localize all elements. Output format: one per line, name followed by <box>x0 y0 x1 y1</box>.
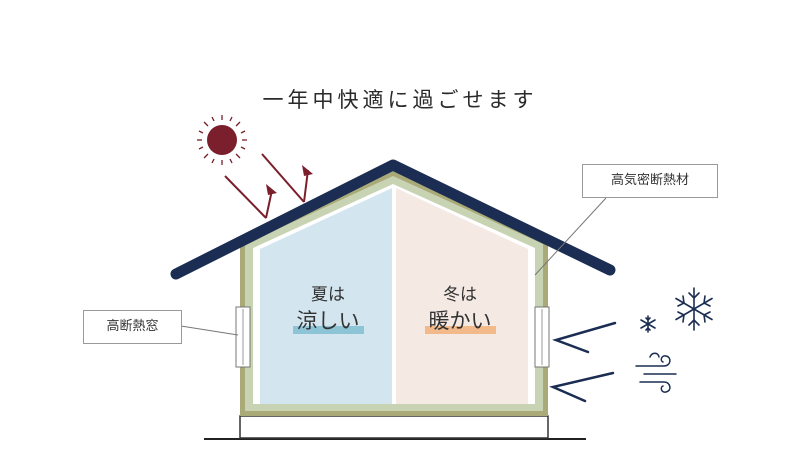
winter-room-label: 冬は 暖かい <box>402 284 518 336</box>
left-window <box>235 306 251 368</box>
snowflake-icon <box>640 287 713 333</box>
winter-highlight <box>424 326 496 334</box>
insulation-leader-line <box>534 197 607 276</box>
summer-room <box>260 188 392 404</box>
page-title: 一年中快適に過ごせます <box>262 88 538 112</box>
reflected-arrow-icon <box>224 153 313 219</box>
insulation-callout: 高気密断熱材 <box>582 164 718 198</box>
summer-season-text: 夏は <box>311 285 345 305</box>
window-leader-line <box>180 325 239 336</box>
winter-feel-text: 暖かい <box>424 306 496 336</box>
wind-icon <box>635 352 677 393</box>
foundation <box>239 415 549 439</box>
summer-room-label: 夏は 涼しい <box>270 284 386 336</box>
winter-season-text: 冬は <box>443 285 477 305</box>
winter-room <box>396 188 528 404</box>
summer-highlight <box>292 326 364 334</box>
summer-feel-label: 涼しい <box>296 309 360 333</box>
sun-icon <box>197 115 247 165</box>
roof <box>170 159 616 280</box>
winter-feel-label: 暖かい <box>428 309 492 333</box>
summer-feel-text: 涼しい <box>292 306 364 336</box>
right-window <box>534 306 550 368</box>
cold-arrow-icon <box>549 321 617 403</box>
window-callout: 高断熱窓 <box>83 310 182 344</box>
